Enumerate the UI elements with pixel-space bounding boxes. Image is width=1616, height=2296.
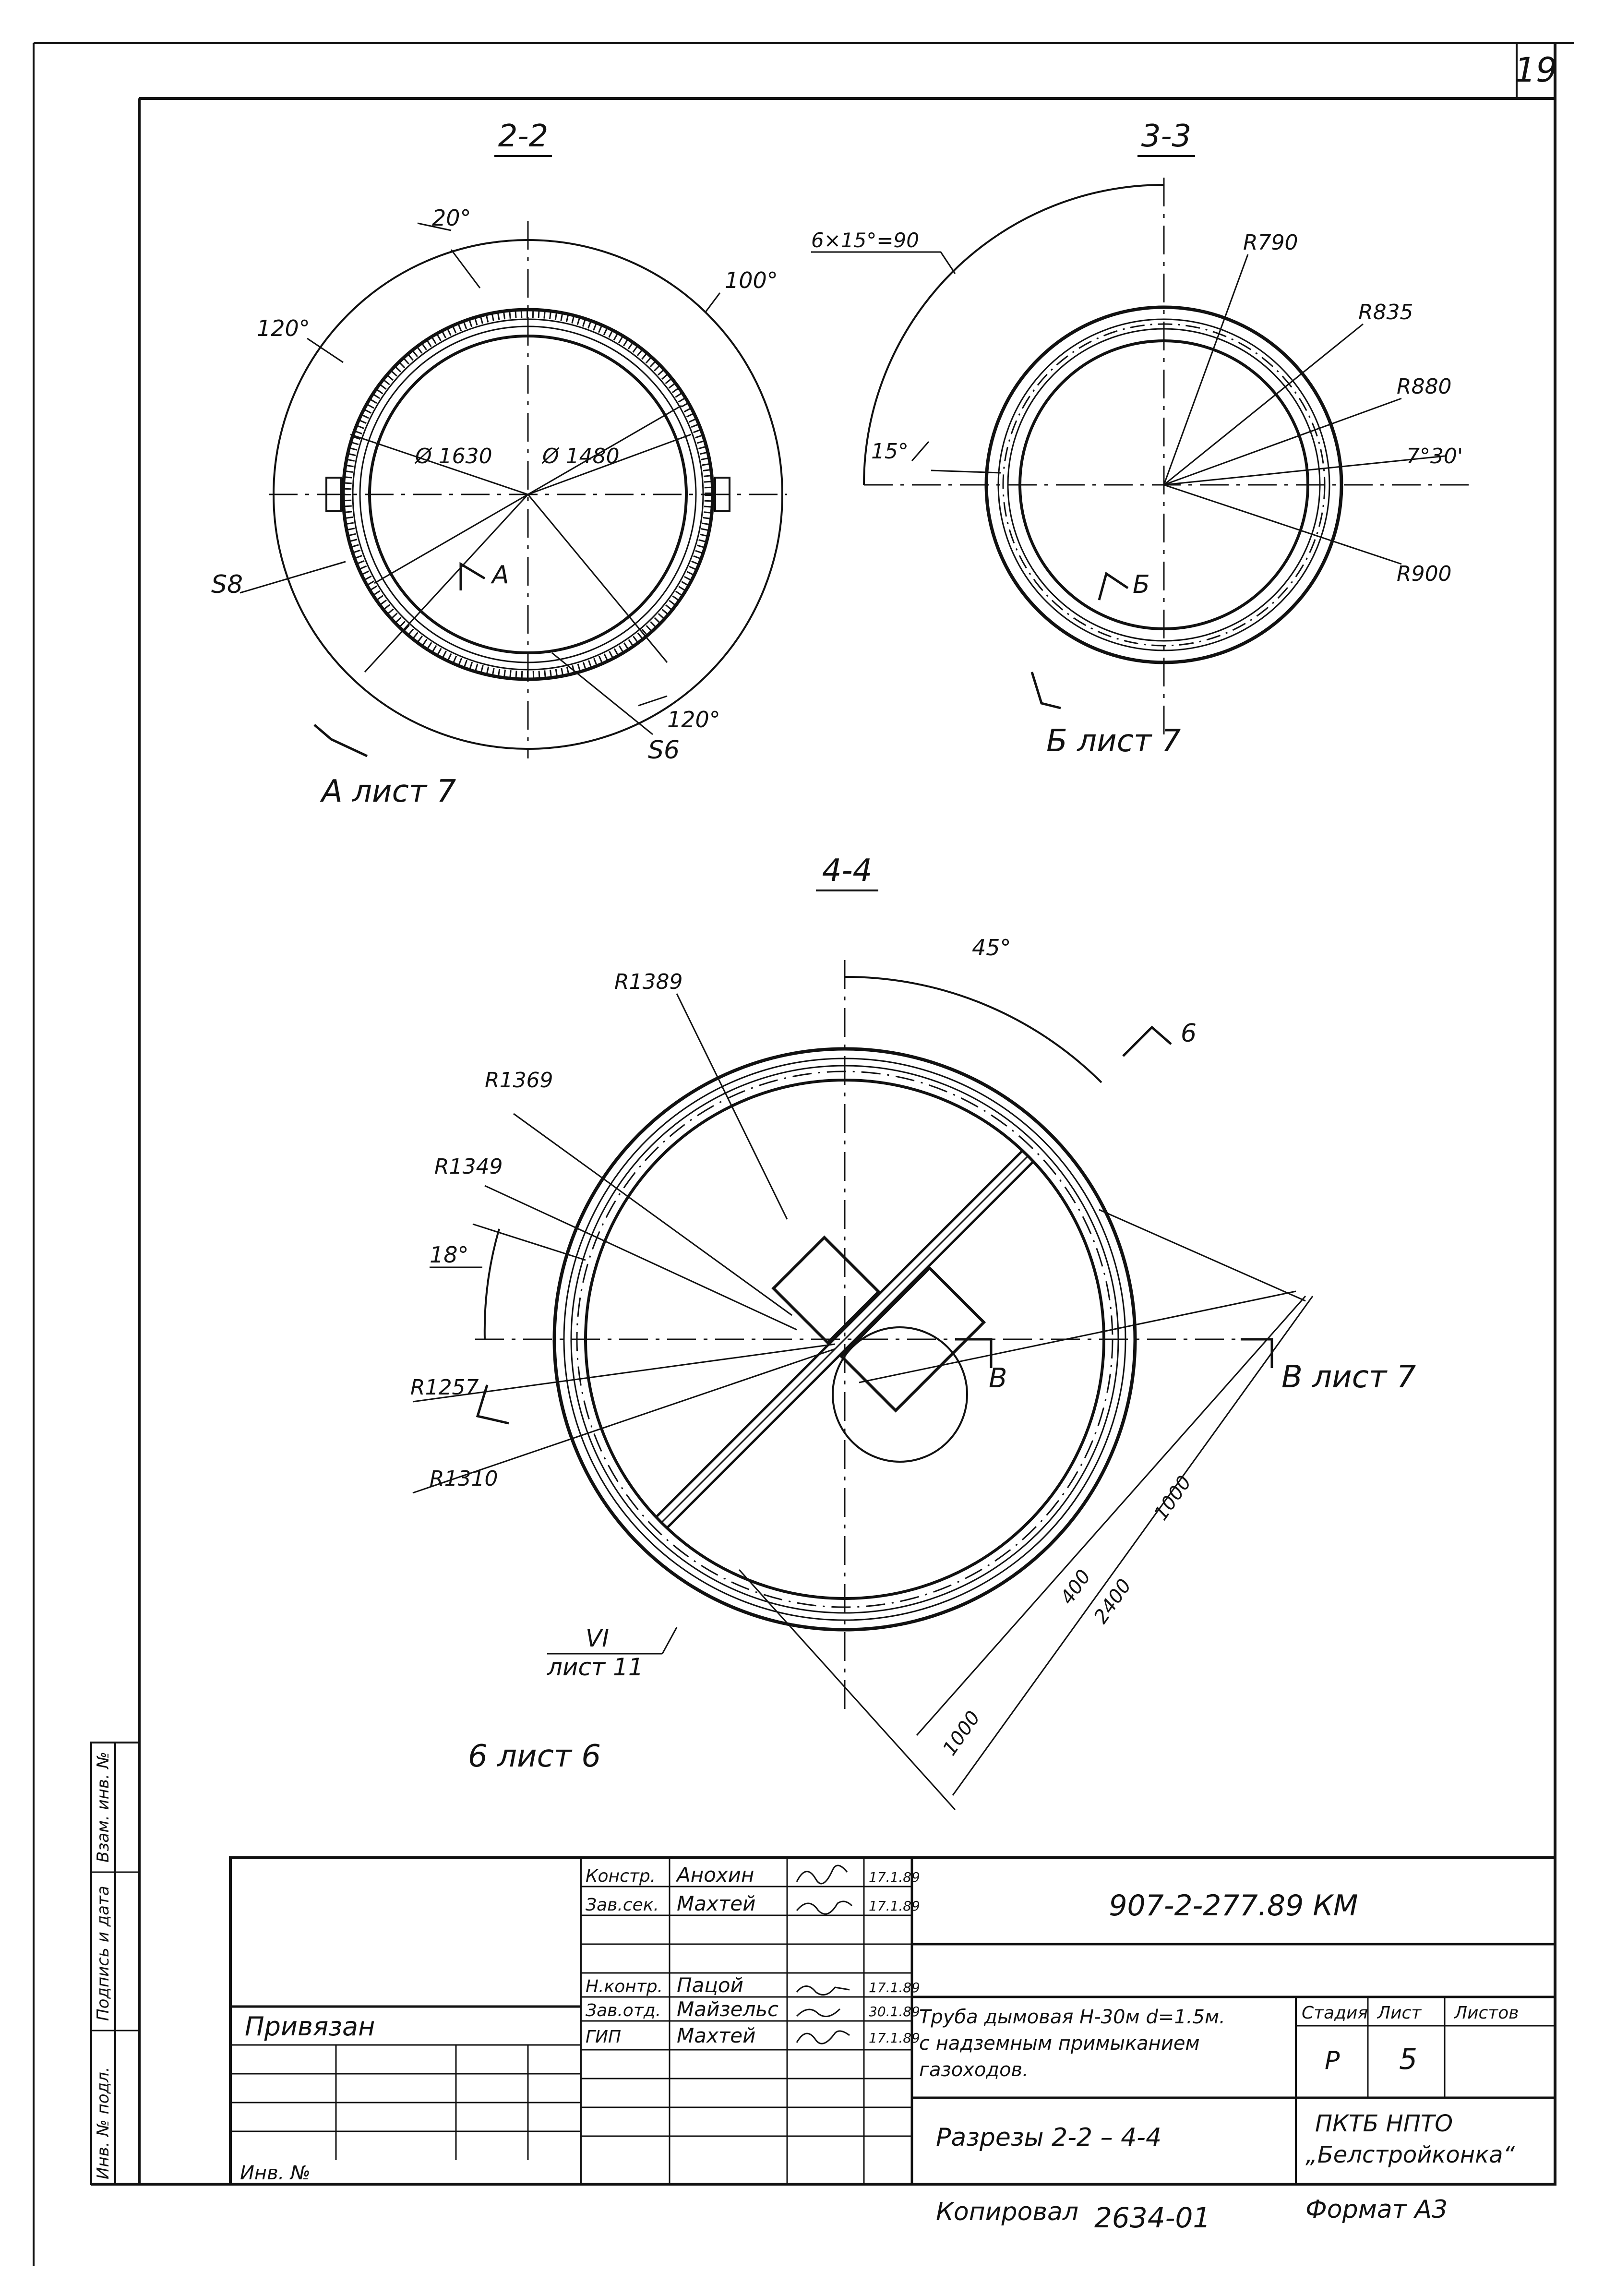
footer-format: Формат А3 bbox=[1305, 2195, 1448, 2224]
sheet-label: Лист bbox=[1377, 2003, 1422, 2023]
radius-4-4-r1310: R1310 bbox=[430, 1467, 498, 1491]
radius-3-3-r900: R900 bbox=[1397, 562, 1452, 586]
sig-role-2: Зав.сек. bbox=[586, 1895, 659, 1915]
angle-4-4-left: 18° bbox=[430, 1242, 469, 1268]
sig-name-4: Майзельс bbox=[677, 1997, 778, 2021]
angle-2-2-left: 120° bbox=[257, 315, 310, 341]
mark-4-4-6: 6 bbox=[1181, 1019, 1197, 1048]
sig-name-1: Анохин bbox=[675, 1863, 754, 1887]
object-title-line1: Труба дымовая Н-30м d=1.5м. bbox=[919, 2006, 1225, 2028]
side-stamp-replace: Взам. инв. № bbox=[94, 1752, 113, 1863]
org-line2: „Белстройконка“ bbox=[1305, 2141, 1516, 2168]
ref-4-4-vi: VI bbox=[586, 1624, 609, 1652]
sig-role-3: Н.контр. bbox=[586, 1977, 663, 1996]
radius-3-3-r790: R790 bbox=[1243, 230, 1298, 255]
ref-4-4-6: 6 лист 6 bbox=[468, 1739, 601, 1774]
radius-4-4-r1389: R1389 bbox=[614, 970, 683, 994]
stage-label: Стадия bbox=[1302, 2003, 1368, 2023]
sheets-label: Листов bbox=[1453, 2003, 1519, 2023]
page-number: 19 bbox=[1514, 50, 1557, 90]
angle-2-2-right: 100° bbox=[725, 267, 778, 293]
sig-name-3: Пацой bbox=[677, 1973, 743, 1997]
side-stamp-inv: Инв. № подл. bbox=[94, 2067, 113, 2179]
dia-2-2-inner: Ø 1480 bbox=[541, 444, 620, 469]
footer-number: 2634-01 bbox=[1094, 2201, 1210, 2234]
doc-code: 907-2-277.89 КМ bbox=[1109, 1889, 1358, 1923]
radius-4-4-r1349: R1349 bbox=[434, 1154, 503, 1179]
ref-3-3-b: Б лист 7 bbox=[1046, 723, 1181, 759]
dia-2-2-outer: Ø 1630 bbox=[414, 444, 492, 469]
sig-name-5: Махтей bbox=[677, 2024, 755, 2047]
mark-3-3-b: Б bbox=[1133, 570, 1150, 599]
angle-3-3-spacing: 6×15°=90 bbox=[811, 228, 919, 252]
sig-date-4: 30.1.89 bbox=[869, 2004, 920, 2020]
section-3-3-title: 3-3 bbox=[1141, 119, 1192, 154]
sheet-title: Разрезы 2-2 – 4-4 bbox=[936, 2123, 1161, 2152]
footer-copied: Копировал bbox=[936, 2198, 1078, 2226]
sig-role-5: ГИП bbox=[586, 2027, 621, 2047]
title-block bbox=[229, 1856, 1556, 2186]
section-3-3: 3-3 bbox=[811, 119, 1469, 739]
org-line1: ПКТБ НПТО bbox=[1315, 2110, 1453, 2137]
sig-date-3: 17.1.89 bbox=[869, 1980, 920, 1995]
section-4-4: 4-4 bbox=[412, 853, 1314, 1811]
radius-3-3-r880: R880 bbox=[1397, 374, 1452, 399]
ref-2-2-a: A лист 7 bbox=[320, 774, 456, 809]
radius-4-4-r1369: R1369 bbox=[485, 1068, 553, 1093]
thickness-2-2-bottom: S6 bbox=[648, 736, 680, 765]
signature-scribbles bbox=[796, 1864, 853, 2044]
ref-4-4-vi-sheet: лист 11 bbox=[547, 1653, 644, 1681]
side-stamp bbox=[90, 1742, 140, 2185]
ref-4-4-v: В лист 7 bbox=[1281, 1359, 1416, 1395]
sig-date-2: 17.1.89 bbox=[869, 1898, 920, 1914]
mark-2-2-a: A bbox=[491, 561, 509, 589]
angle-2-2-top: 20° bbox=[432, 205, 471, 231]
stage-value: Р bbox=[1325, 2046, 1340, 2075]
object-title-line2: с надземным примыканием bbox=[919, 2032, 1200, 2055]
mark-4-4-v: В bbox=[989, 1363, 1007, 1394]
section-2-2: 2-2 bbox=[239, 119, 787, 758]
privyazan-label: Привязан bbox=[245, 2011, 375, 2042]
angle-3-3-left: 15° bbox=[871, 439, 909, 464]
angle-4-4-top: 45° bbox=[972, 935, 1011, 961]
side-stamp-signature: Подпись и дата bbox=[94, 1886, 113, 2021]
sig-date-5: 17.1.89 bbox=[869, 2030, 920, 2046]
thickness-2-2-left: S8 bbox=[211, 570, 243, 599]
sig-role-4: Зав.отд. bbox=[586, 2001, 661, 2020]
sig-name-2: Махтей bbox=[677, 1892, 755, 1915]
object-title-line3: газоходов. bbox=[919, 2059, 1029, 2081]
section-4-4-title: 4-4 bbox=[822, 853, 873, 889]
radius-3-3-r835: R835 bbox=[1358, 300, 1413, 325]
sheet-value: 5 bbox=[1399, 2043, 1417, 2076]
sig-role-1: Констр. bbox=[586, 1866, 656, 1886]
section-2-2-title: 2-2 bbox=[498, 119, 549, 154]
angle-2-2-bottom: 120° bbox=[667, 707, 720, 733]
inv-no-label: Инв. № bbox=[240, 2162, 311, 2184]
radius-4-4-r1257: R1257 bbox=[410, 1375, 479, 1400]
angle-3-3-right: 7°30' bbox=[1406, 444, 1463, 469]
sig-date-1: 17.1.89 bbox=[869, 1869, 920, 1885]
